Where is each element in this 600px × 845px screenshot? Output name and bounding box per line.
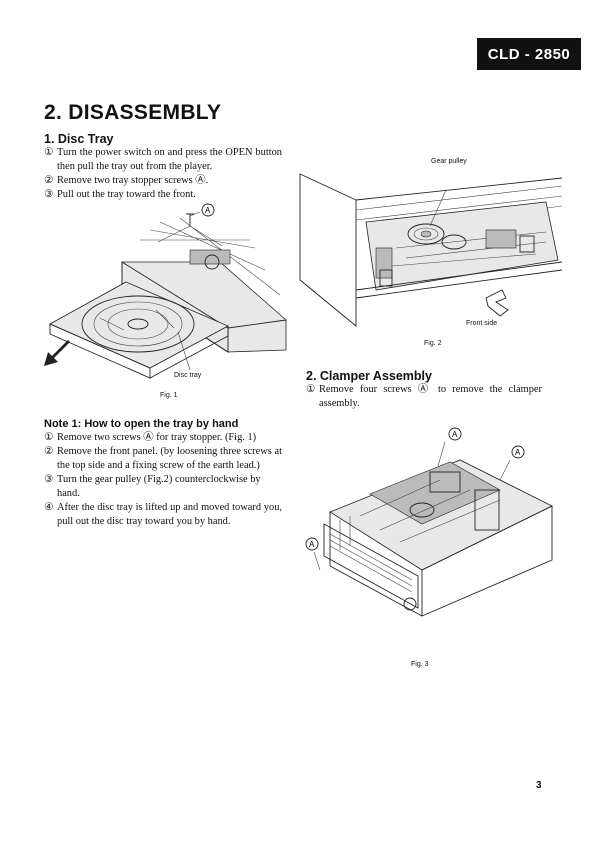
disc-tray-heading: 1. Disc Tray	[44, 132, 114, 146]
note1-heading: Note 1: How to open the tray by hand	[44, 418, 239, 430]
fig3-callout-a-left: A	[309, 540, 315, 549]
clamper-heading: 2. Clamper Assembly	[306, 369, 432, 383]
fig1-label-disc-tray: Disc tray	[174, 372, 202, 379]
fig2-gear-pulley-illustration	[299, 173, 563, 327]
fig3-caption: Fig. 3	[411, 661, 429, 668]
fig3-clamper-assembly-illustration: A A A	[305, 427, 553, 617]
fig1-callout-a: A	[205, 206, 211, 215]
fig2-label-gear-pulley: Gear pulley	[431, 158, 467, 165]
page-number: 3	[536, 780, 542, 791]
fig3-callout-a-top: A	[452, 430, 458, 439]
fig2-caption: Fig. 2	[424, 340, 442, 347]
fig3-callout-a-right: A	[515, 448, 521, 457]
fig1-disc-tray-illustration: A	[44, 203, 287, 379]
fig2-label-front-side: Front side	[466, 320, 498, 327]
section-title: 2. DISASSEMBLY	[44, 101, 222, 124]
model-badge: CLD - 2850	[477, 38, 581, 70]
fig1-caption: Fig. 1	[160, 392, 178, 399]
